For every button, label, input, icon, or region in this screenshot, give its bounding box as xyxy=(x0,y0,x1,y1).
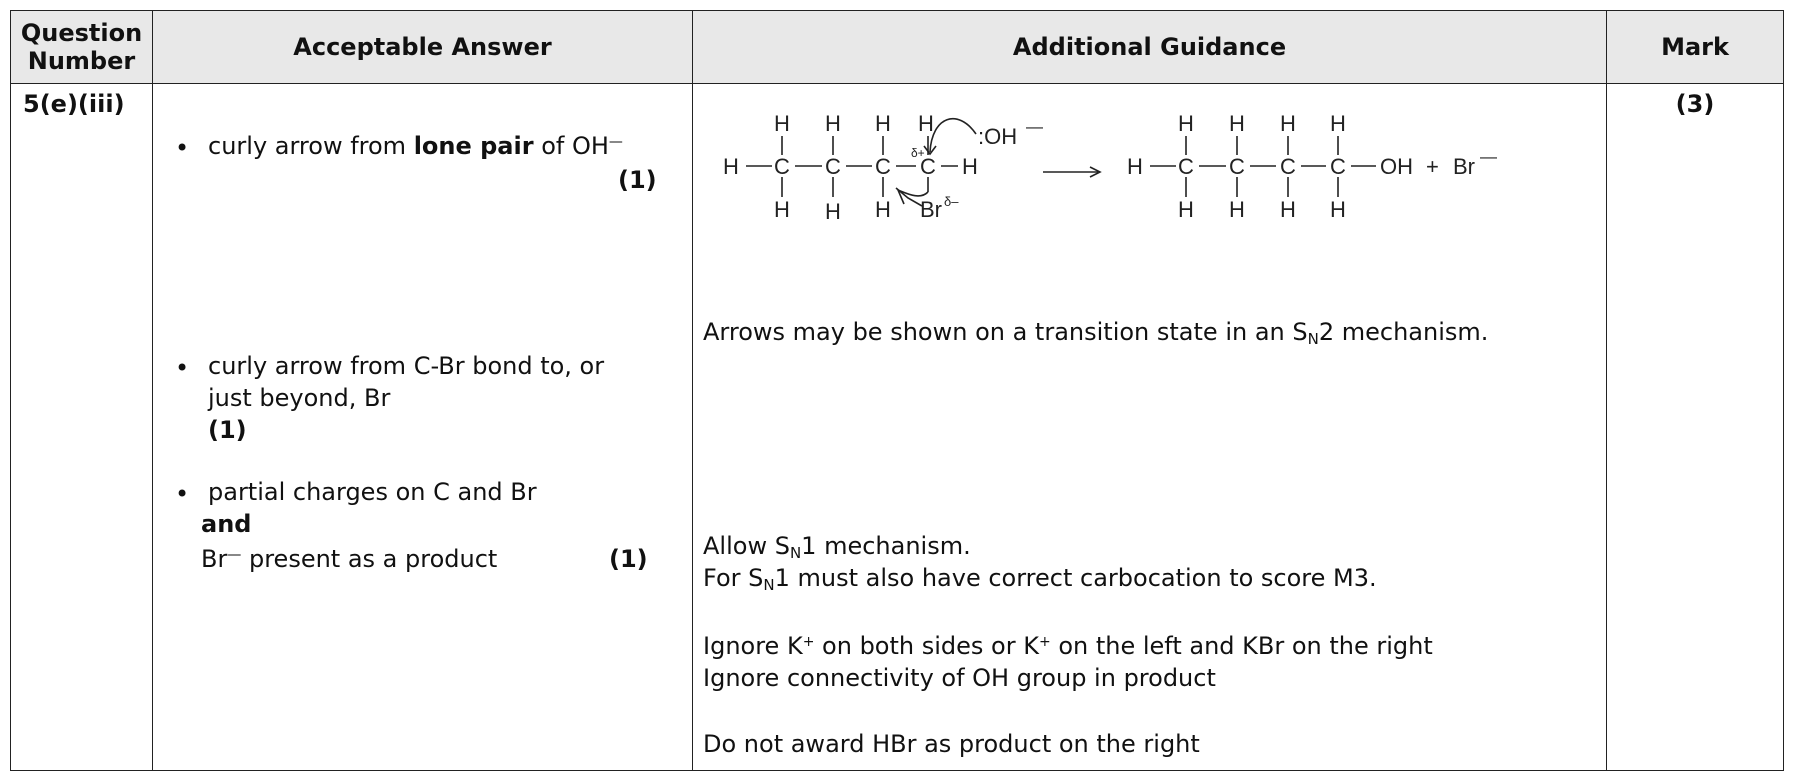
bullet-1: • xyxy=(175,134,190,162)
hydroxide-nucleophile: :OH xyxy=(978,124,1017,149)
answer-2-mark: (1) xyxy=(208,416,247,444)
header-additional-guidance: Additional Guidance xyxy=(692,10,1607,84)
hydroxide-charge: — xyxy=(1026,117,1043,136)
answer-1-mark: (1) xyxy=(618,166,657,194)
atom-h: H xyxy=(1229,197,1245,222)
answer-3-line-3: Br— present as a product xyxy=(201,545,498,573)
atom-h: H xyxy=(1330,197,1346,222)
header-row: Question Number Acceptable Answer Additi… xyxy=(10,10,1784,84)
plus-sign: + xyxy=(1426,154,1439,179)
atom-h: H xyxy=(825,199,841,224)
bullet-2: • xyxy=(175,354,190,382)
header-question-number: Question Number xyxy=(10,10,153,84)
hydroxyl-group: OH xyxy=(1380,154,1413,179)
atom-h: H xyxy=(774,197,790,222)
answer-2-line-2: just beyond, Br xyxy=(208,384,391,412)
atom-h: H xyxy=(875,197,891,222)
header-acceptable-answer: Acceptable Answer xyxy=(152,10,693,84)
atom-h: H xyxy=(1178,111,1194,136)
guidance-line-3: For SN1 must also have correct carbocati… xyxy=(703,564,1377,594)
delta-plus: δ+ xyxy=(911,146,925,160)
bromide-charge: — xyxy=(1480,147,1497,166)
atom-h: H xyxy=(1178,197,1194,222)
acceptable-answer-cell: • curly arrow from lone pair of OH— (1) … xyxy=(152,83,693,771)
bromide-ion: Br xyxy=(1453,154,1475,179)
guidance-line-2: Allow SN1 mechanism. xyxy=(703,532,971,562)
answer-3-and: and xyxy=(201,510,252,538)
atom-c1: C xyxy=(774,154,790,179)
atom-h-left: H xyxy=(723,154,739,179)
atom-c3: C xyxy=(875,154,891,179)
delta-minus: δ– xyxy=(944,194,959,209)
answer-3-line-1: partial charges on C and Br xyxy=(208,478,537,506)
guidance-line-5: Ignore connectivity of OH group in produ… xyxy=(703,664,1216,692)
mark-cell: (3) xyxy=(1606,83,1784,771)
question-number-cell: 5(e)(iii) xyxy=(10,83,153,771)
curly-arrow-oh xyxy=(929,117,977,153)
atom-c2: C xyxy=(1229,154,1245,179)
atom-c1: C xyxy=(1178,154,1194,179)
atom-h: H xyxy=(875,111,891,136)
atom-c4: C xyxy=(1330,154,1346,179)
atom-c3: C xyxy=(1280,154,1296,179)
answer-3-mark: (1) xyxy=(609,545,648,573)
atom-h: H xyxy=(918,111,934,136)
atom-h: H xyxy=(1229,111,1245,136)
atom-c2: C xyxy=(825,154,841,179)
atom-h: H xyxy=(1280,111,1296,136)
atom-h-left: H xyxy=(1127,154,1143,179)
answer-2-line-1: curly arrow from C-Br bond to, or xyxy=(208,352,605,380)
atom-h: H xyxy=(1330,111,1346,136)
mechanism-diagram: H C C C C H H H H H xyxy=(723,111,1497,224)
header-mark: Mark xyxy=(1606,10,1784,84)
atom-br: Br xyxy=(920,197,942,222)
additional-guidance-cell: H C C C C H H H H H xyxy=(692,83,1607,771)
mark-scheme-table: Question Number Acceptable Answer Additi… xyxy=(10,10,1784,771)
atom-h: H xyxy=(1280,197,1296,222)
guidance-line-6: Do not award HBr as product on the right xyxy=(703,730,1200,758)
atom-h: H xyxy=(774,111,790,136)
answer-1-text: curly arrow from lone pair of OH— xyxy=(208,132,623,160)
atom-c4: C xyxy=(920,154,936,179)
bullet-3: • xyxy=(175,480,190,508)
atom-h-right: H xyxy=(962,154,978,179)
guidance-line-1: Arrows may be shown on a transition stat… xyxy=(703,318,1489,348)
atom-h: H xyxy=(825,111,841,136)
table-row: 5(e)(iii) • curly arrow from lone pair o… xyxy=(10,83,1784,771)
guidance-line-4: Ignore K+ on both sides or K+ on the lef… xyxy=(703,632,1433,660)
